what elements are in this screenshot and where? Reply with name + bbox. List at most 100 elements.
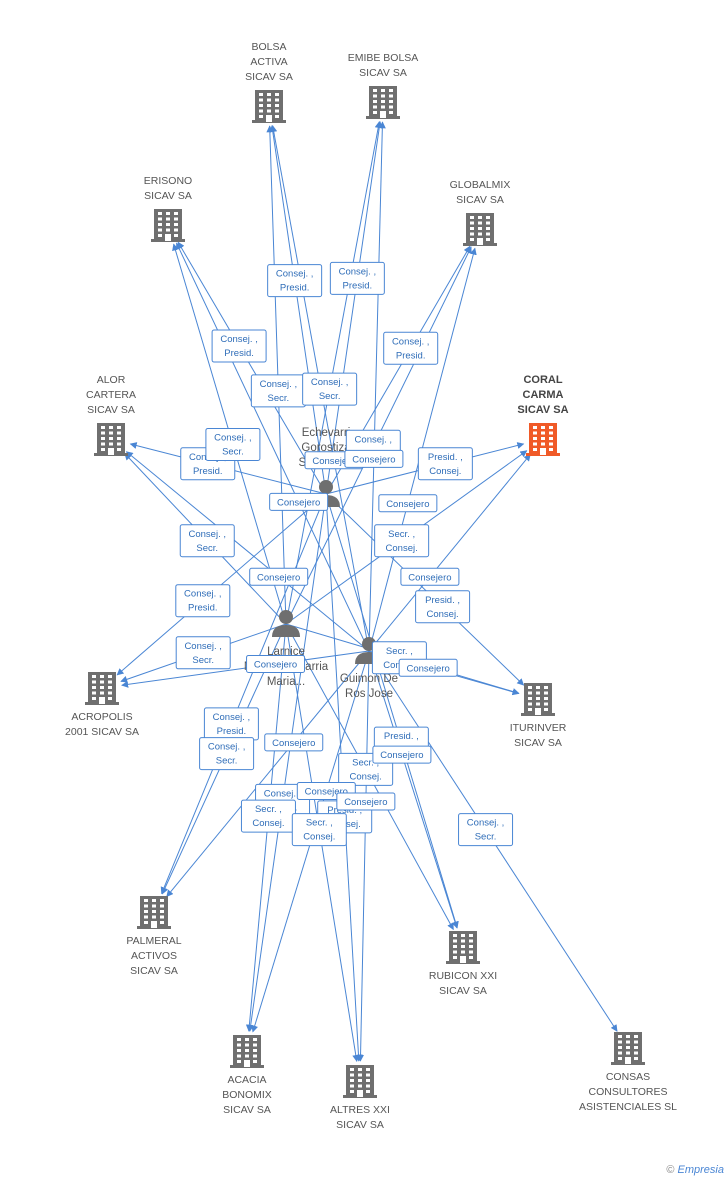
edge-label-box xyxy=(199,737,255,771)
edge-label-text: Consejero xyxy=(272,738,315,749)
edge-label-guimon-rubicon[interactable]: Consejero xyxy=(372,745,432,764)
edge-label-box xyxy=(211,329,267,363)
company-label: SICAV SA xyxy=(456,194,504,206)
company-label: ITURINVER xyxy=(510,722,567,734)
edge-label-echevarri-palmeral[interactable]: Consej. ,Presid. xyxy=(203,707,259,741)
footer-brand: © Empresia xyxy=(666,1164,724,1176)
edge-label-echevarri-globalmix[interactable]: Consej. ,Presid. xyxy=(383,331,439,365)
edge-label-guimon-coral[interactable]: Consejero xyxy=(400,567,460,586)
edge-label-echevarri-erisono[interactable]: Consej. ,Presid. xyxy=(211,329,267,363)
building-icon xyxy=(230,1035,264,1068)
edge-label-larnice-alor[interactable]: Consej. ,Secr. xyxy=(179,524,235,558)
edge-label-larnice-emibe[interactable]: Consej. , Secr. xyxy=(302,372,358,406)
edge-label-echevarri-bolsa[interactable]: Consej. ,Presid. xyxy=(267,264,323,298)
building-icon xyxy=(85,672,119,705)
edge-label-box xyxy=(372,745,432,764)
edge-label-text: Consej. , xyxy=(311,377,349,388)
company-label: PALMERAL xyxy=(126,935,181,947)
edge-label-echevarri-emibe[interactable]: Consej. ,Presid. xyxy=(329,261,385,295)
company-label: SICAV SA xyxy=(87,404,135,416)
edge-label-text: Presid. xyxy=(280,283,310,294)
edge-label-text: Secr. , xyxy=(306,818,333,829)
edge-label-text: Consejero xyxy=(406,663,449,674)
edge-label-guimon-globalmix[interactable]: Consejero xyxy=(378,494,438,513)
building-icon xyxy=(151,209,185,242)
edge-echevarri-emibe xyxy=(325,121,383,495)
edge-label-larnice-coral[interactable]: Secr. ,Consej. xyxy=(374,524,430,558)
edge-label-text: Consejero xyxy=(312,456,355,467)
person-node-larnice[interactable]: LarniceMalaxechevarriaMaria... xyxy=(244,610,329,688)
edge-label-larnice-altres[interactable]: Secr. , Consej. xyxy=(291,813,347,847)
edge-label-box xyxy=(179,524,235,558)
edge-label-guimon-consas[interactable]: Consej. ,Secr. xyxy=(458,813,514,847)
edge-label-text: Consej. xyxy=(350,771,382,782)
edge-label-guimon-erisono[interactable]: Consejero xyxy=(269,492,329,511)
edge-label-echevarri-iturinver[interactable]: Presid. ,Consej. xyxy=(415,590,471,624)
company-label: SICAV SA xyxy=(223,1104,271,1116)
company-label: 2001 SICAV SA xyxy=(65,726,139,738)
edge-label-larnice-bolsa[interactable]: Consej. ,Secr. xyxy=(250,374,306,408)
edge-label-larnice-palmeral[interactable]: Consej. ,Secr. xyxy=(199,737,255,771)
edge-label-larnice-acacia[interactable]: Secr. ,Consej. xyxy=(240,799,296,833)
edge-label-larnice-erisono[interactable]: Consej. ,Secr. xyxy=(205,427,261,461)
edge-label-text: Consej. , xyxy=(208,742,246,753)
building-icon xyxy=(252,90,286,123)
edge-label-box xyxy=(291,813,347,847)
edge-label-box xyxy=(175,636,231,670)
person-label: Guimon De xyxy=(340,673,398,685)
edge-label-echevarri-acropolis[interactable]: Consej. ,Presid. xyxy=(175,584,231,618)
edge-label-larnice-acropolis[interactable]: Consej. ,Secr. xyxy=(175,636,231,670)
person-label: Echevarri xyxy=(302,427,351,439)
company-label: ALTRES XXI xyxy=(330,1104,390,1116)
edge-label-echevarri-coral[interactable]: Presid. ,Consej. xyxy=(417,447,473,481)
edge-label-guimon-palmeral[interactable]: Consejero xyxy=(264,733,324,752)
edge-label-text: Consej. , xyxy=(392,336,430,347)
edge-label-box xyxy=(336,792,396,811)
edge-label-text: Secr. xyxy=(268,393,290,404)
company-label: EMIBE BOLSA xyxy=(348,52,419,64)
edge-label-text: Consej. , xyxy=(339,266,377,277)
edge-label-text: Consejero xyxy=(386,499,429,510)
company-node-acacia[interactable]: ACACIA BONOMIX SICAV SA xyxy=(222,1035,272,1116)
building-icon xyxy=(94,423,128,456)
edge-label-text: Secr. xyxy=(319,391,341,402)
company-label: ACACIA xyxy=(227,1074,266,1086)
edge-label-text: Secr. xyxy=(196,543,218,554)
company-label: SICAV SA xyxy=(439,985,487,997)
edge-guimon-erisono xyxy=(176,242,370,652)
edge-label-box xyxy=(398,658,458,677)
edge-label-text: Consej. , xyxy=(213,712,251,723)
person-label: Ros Jose xyxy=(345,688,393,700)
edge-label-guimon-altres[interactable]: Consejero xyxy=(336,792,396,811)
edge-label-text: Consej. xyxy=(303,832,335,843)
edge-label-guimon-alor[interactable]: Consejero xyxy=(249,567,309,586)
brand-logo[interactable]: Empresia xyxy=(677,1164,724,1176)
company-label: SICAV SA xyxy=(245,71,293,83)
edge-label-box xyxy=(417,447,473,481)
company-label: BONOMIX xyxy=(222,1089,272,1101)
company-label: ERISONO xyxy=(144,175,192,187)
edge-label-text: Consej. , xyxy=(184,589,222,600)
building-icon xyxy=(463,213,497,246)
edge-label-text: Consejero xyxy=(408,572,451,583)
edge-label-text: Secr. xyxy=(222,446,244,457)
edge-label-guimon-iturinver[interactable]: Consejero xyxy=(398,658,458,677)
company-node-erisono[interactable]: ERISONO SICAV SA xyxy=(144,175,192,242)
company-label: SICAV SA xyxy=(144,190,192,202)
edge-label-guimon-emibe[interactable]: Consejero xyxy=(344,449,404,468)
edge-label-text: Secr. , xyxy=(255,804,282,815)
edge-echevarri-acacia xyxy=(247,493,327,1032)
edge-label-guimon-acropolis[interactable]: Consejero xyxy=(246,654,306,673)
